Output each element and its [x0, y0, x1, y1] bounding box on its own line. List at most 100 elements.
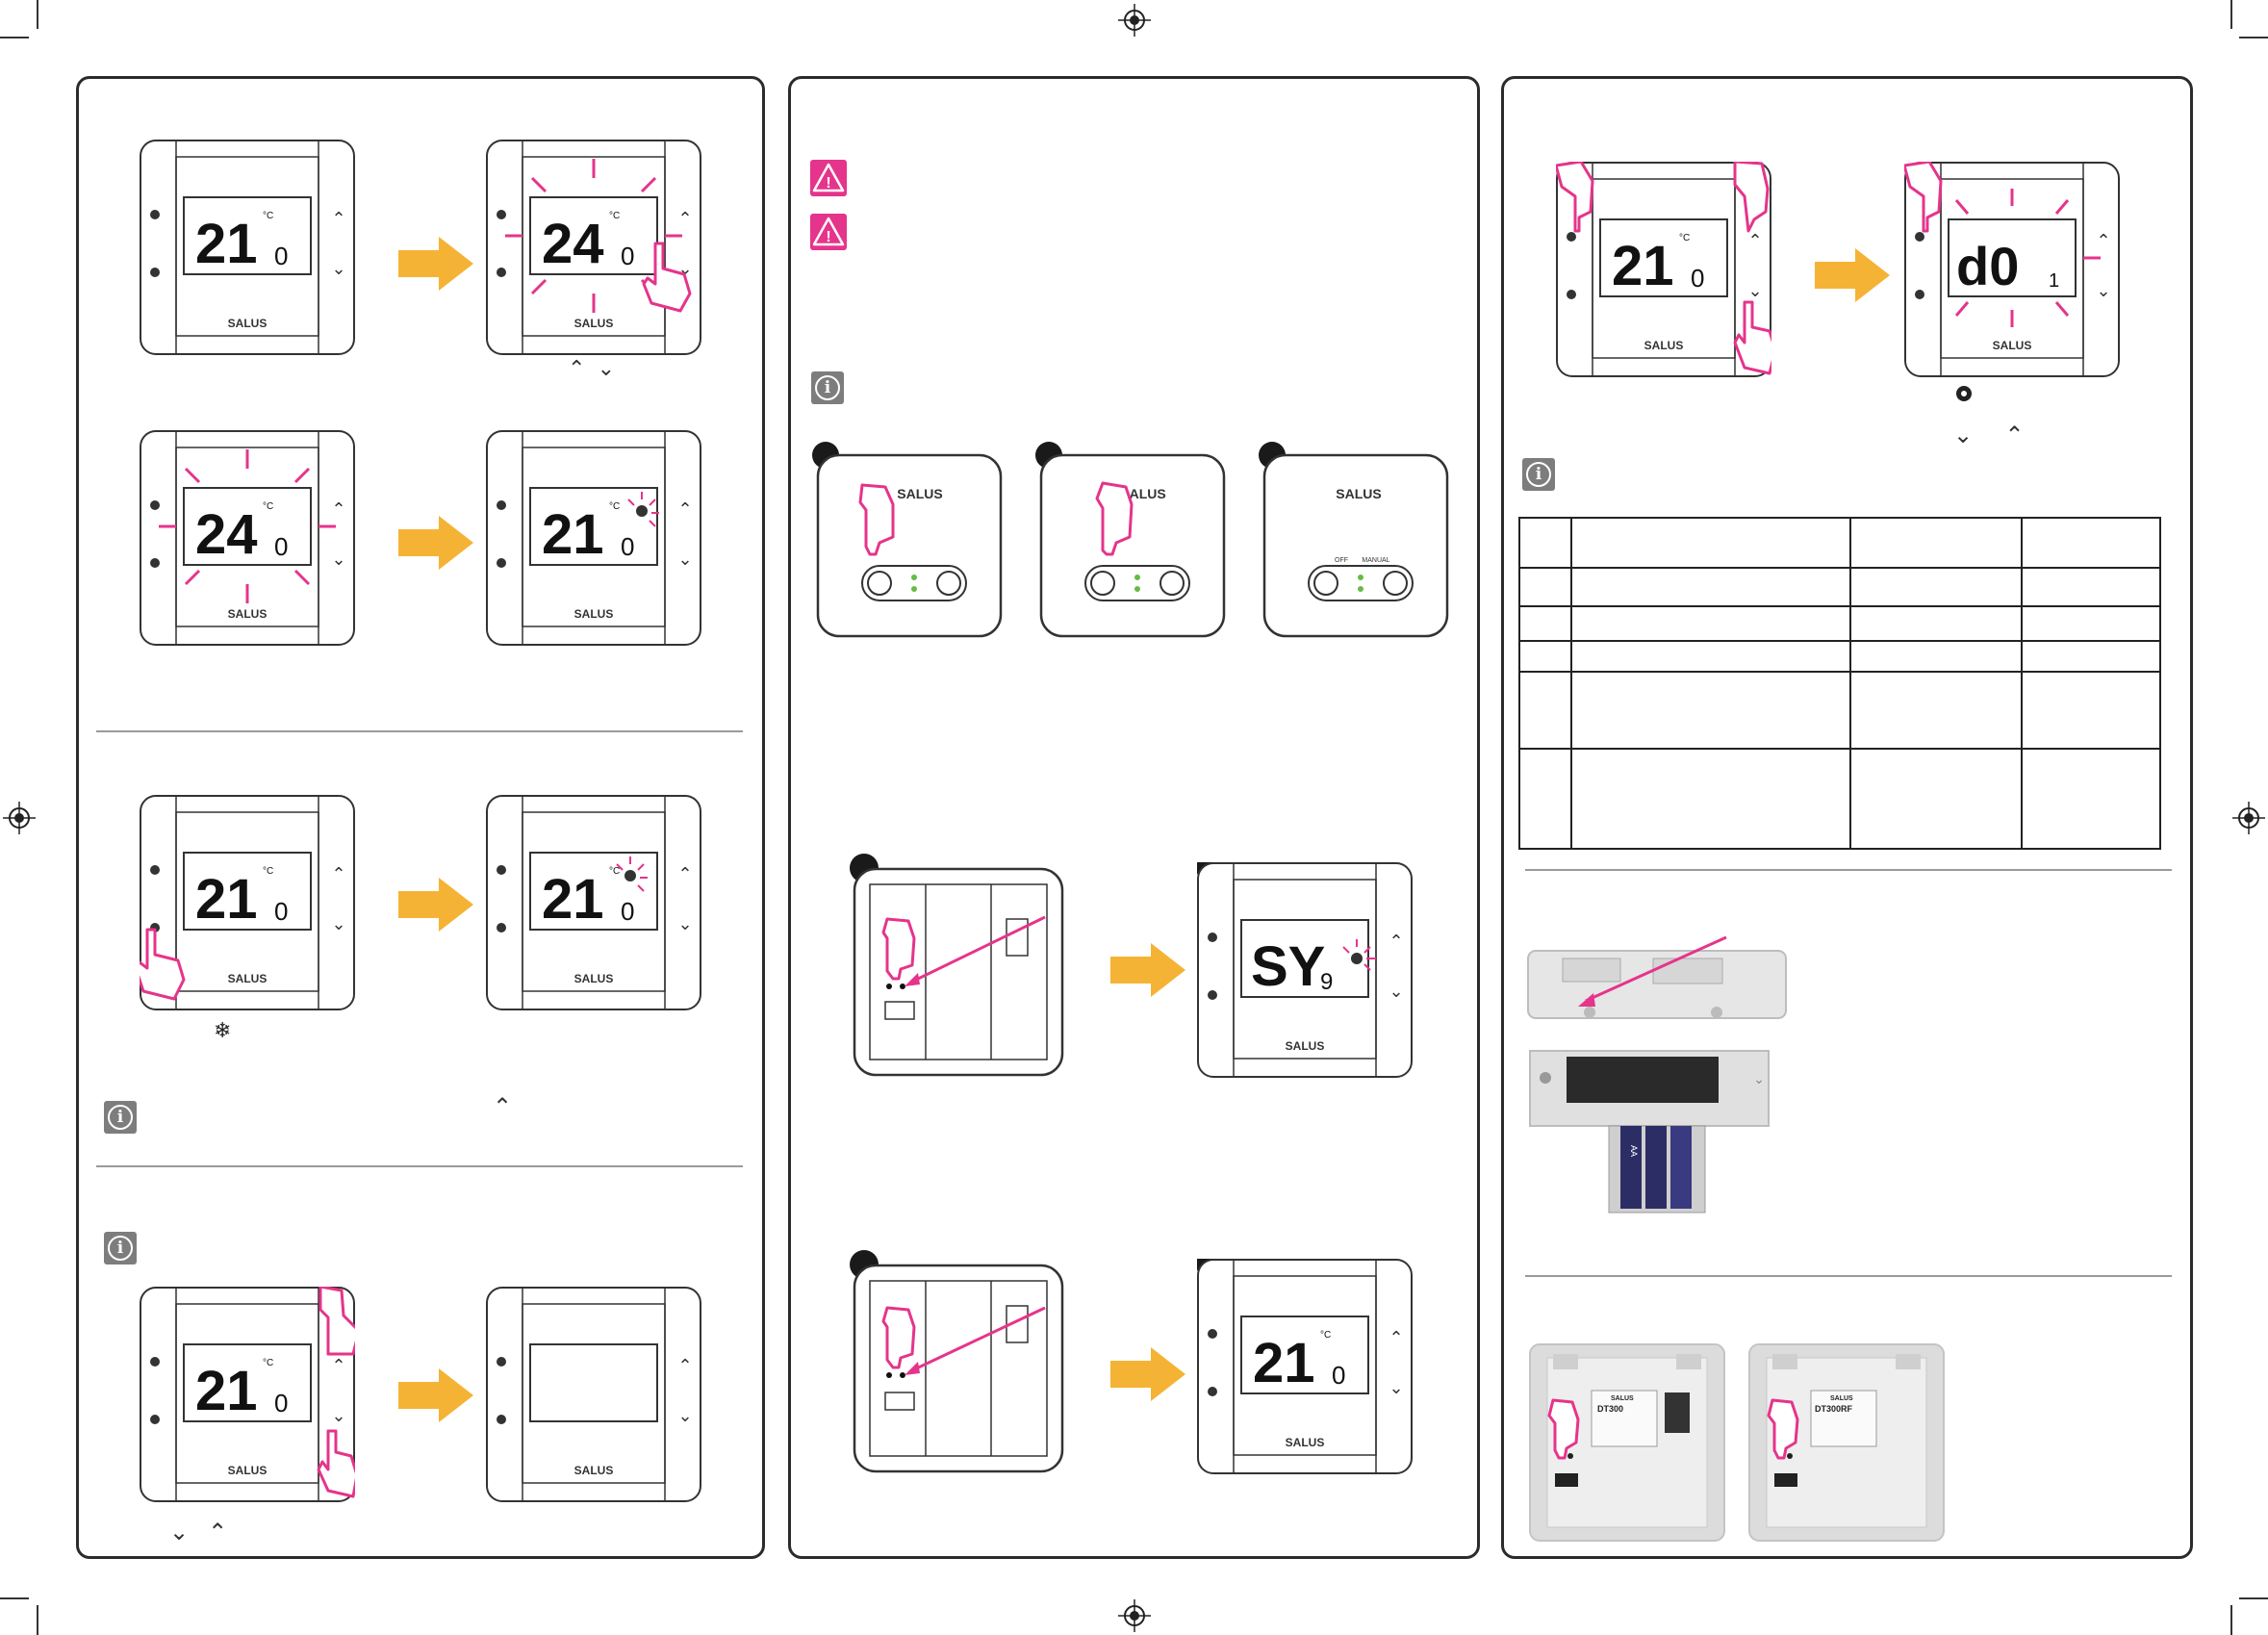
svg-text:°C: °C — [1320, 1330, 1331, 1341]
receiver-step-3: SALUS OFF MANUAL — [1259, 442, 1449, 638]
arrow-right-icon — [398, 516, 473, 570]
dt300-brand-label: SALUS — [1611, 1395, 1634, 1402]
svg-text:⌃: ⌃ — [331, 1356, 345, 1375]
crop-mark — [0, 1597, 29, 1599]
info-icon: i — [1522, 458, 1555, 491]
receiver-off-label: OFF — [1335, 557, 1348, 564]
thermostat-step1-after: ⌃ ⌄ 24 0 °C SALUS — [486, 140, 701, 355]
svg-text:⌃: ⌃ — [331, 499, 345, 519]
section-divider — [96, 730, 743, 732]
svg-text:°C: °C — [609, 501, 620, 512]
brand-logo: SALUS — [1336, 486, 1381, 501]
battery-label: AA — [1629, 1145, 1639, 1157]
thermostat-back-step-2 — [850, 1250, 1064, 1473]
lcd-small: 0 — [621, 532, 634, 561]
receiver-step-1: SALUS — [812, 442, 1003, 638]
brand-logo: SALUS — [1993, 339, 2032, 352]
battery-compartment-illustration: ⌄ AA — [1527, 935, 1787, 1213]
svg-text:°C: °C — [263, 501, 273, 512]
warning-icon: ! — [810, 214, 847, 250]
section-divider — [1525, 1275, 2172, 1277]
registration-mark-bottom — [1118, 1599, 1151, 1632]
info-icon: i — [104, 1232, 137, 1265]
crop-mark — [2230, 0, 2232, 29]
up-down-label: ⌃ ⌄ — [568, 356, 616, 380]
down-up-label: ⌄ ⌃ — [169, 1520, 228, 1546]
thermostat-step1-before: ⌃ ⌄ 21 0 °C SALUS — [140, 140, 355, 355]
lcd-small: 0 — [1332, 1361, 1345, 1390]
svg-text:!: ! — [826, 229, 830, 245]
thermostat-step2-after: ⌃ ⌄ 21 0 °C SALUS — [486, 430, 701, 646]
brand-logo: SALUS — [228, 972, 268, 985]
lcd-big: 21 — [195, 868, 258, 931]
svg-text:⌄: ⌄ — [1389, 982, 1403, 1001]
lcd-big: 21 — [542, 503, 604, 566]
svg-text:⌄: ⌄ — [1389, 1378, 1403, 1397]
svg-text:⌃: ⌃ — [1389, 1328, 1403, 1347]
brand-logo: SALUS — [1644, 339, 1684, 352]
lcd-big: 21 — [195, 213, 258, 275]
lcd-small: 0 — [274, 897, 288, 926]
thermostat-step2-before: ⌃ ⌄ 24 0 °C SALUS — [140, 430, 355, 646]
lcd-big: 24 — [542, 213, 604, 275]
svg-text:⌃: ⌃ — [2096, 231, 2110, 250]
dt300-model-label: DT300 — [1597, 1404, 1623, 1414]
brand-logo: SALUS — [897, 486, 942, 501]
crop-mark — [2239, 37, 2268, 38]
frost-icon: ❄ — [214, 1018, 232, 1042]
dt300rf-brand-label: SALUS — [1830, 1395, 1853, 1402]
arrow-right-icon — [1110, 1347, 1185, 1401]
arrow-right-icon — [1110, 943, 1185, 997]
arrow-right-icon — [398, 1368, 473, 1422]
lcd-small: 9 — [1320, 969, 1333, 995]
svg-text:⌄: ⌄ — [331, 914, 345, 933]
thermostat-installer-before: ⌃ ⌄ 21 0 °C SALUS — [1556, 162, 1771, 377]
lcd-small: 0 — [621, 897, 634, 926]
svg-text:⌃: ⌃ — [677, 499, 692, 519]
brand-logo: SALUS — [228, 1464, 268, 1477]
receiver-manual-label: MANUAL — [1362, 557, 1389, 564]
svg-text:⌃: ⌃ — [677, 209, 692, 228]
lcd-big: 24 — [195, 503, 258, 566]
svg-text:°C: °C — [263, 866, 273, 877]
crop-mark — [2230, 1605, 2232, 1635]
svg-text:⌃: ⌃ — [1389, 932, 1403, 951]
thermostat-paired: ⌃ ⌄ 21 0 °C SALUS — [1197, 1259, 1413, 1474]
lcd-big: 21 — [195, 1360, 258, 1422]
brand-logo: SALUS — [1286, 1039, 1325, 1053]
svg-text:°C: °C — [609, 866, 620, 877]
svg-text:⌄: ⌄ — [331, 259, 345, 278]
brand-logo: SALUS — [574, 1464, 614, 1477]
thermostat-frost-after: ⌃ ⌄ 21 0 °C SALUS — [486, 795, 701, 1010]
arrow-right-icon — [398, 878, 473, 932]
registration-mark-left — [3, 802, 36, 834]
down-up-label: ⌄ ⌃ — [1953, 422, 2025, 448]
crop-mark — [37, 0, 38, 29]
svg-text:⌄: ⌄ — [677, 1406, 692, 1425]
svg-text:⌄: ⌄ — [677, 914, 692, 933]
crop-mark — [37, 1605, 38, 1635]
svg-text:⌃: ⌃ — [1747, 231, 1762, 250]
arrow-right-icon — [1815, 248, 1890, 302]
registration-mark-top — [1118, 4, 1151, 37]
thermostat-installer-d01: ⌃ ⌄ d0 1 SALUS — [1904, 162, 2120, 377]
registration-mark-right — [2232, 802, 2265, 834]
warning-icon: ! — [810, 160, 847, 196]
crop-mark — [0, 37, 29, 38]
thermostat-pairing-sy: ⌃ ⌄ SY 9 SALUS — [1197, 862, 1413, 1078]
lcd-small: 0 — [274, 1389, 288, 1418]
svg-text:⌃: ⌃ — [677, 864, 692, 883]
lcd-big: 21 — [542, 868, 604, 931]
section-divider — [96, 1165, 743, 1167]
svg-text:⌃: ⌃ — [677, 1356, 692, 1375]
info-icon: i — [811, 371, 844, 404]
section-divider — [1525, 869, 2172, 871]
info-icon: i — [104, 1101, 137, 1134]
thermostat-reset-after: ⌃ ⌄ SALUS — [486, 1287, 701, 1502]
brand-logo: SALUS — [574, 607, 614, 621]
svg-text:⌄: ⌄ — [1747, 281, 1762, 300]
lcd-big: 21 — [1253, 1332, 1315, 1394]
svg-text:⌄: ⌄ — [331, 1406, 345, 1425]
svg-text:°C: °C — [1679, 233, 1690, 243]
lcd-small: 0 — [1691, 264, 1704, 293]
